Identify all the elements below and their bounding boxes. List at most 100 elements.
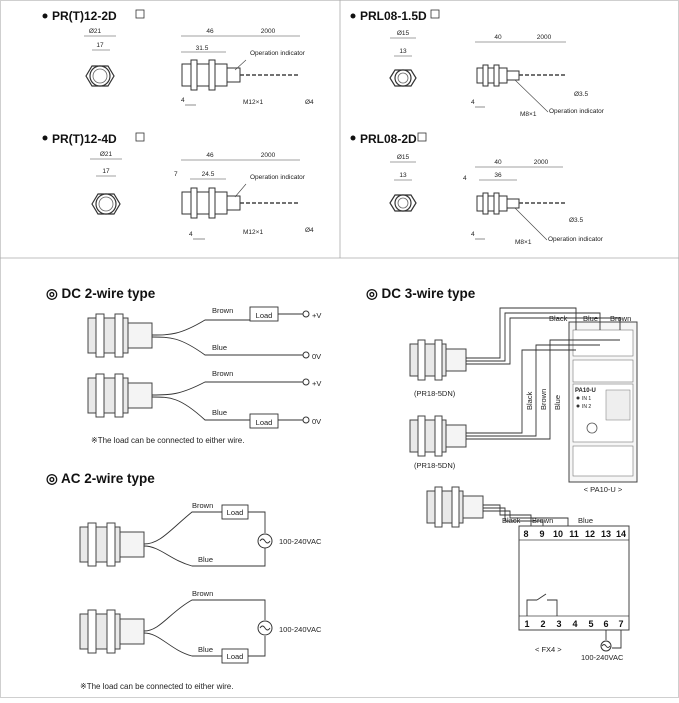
model-checkbox (135, 132, 145, 142)
svg-text:46: 46 (206, 152, 214, 159)
svg-text:Operation indicator: Operation indicator (250, 174, 306, 181)
svg-text:13: 13 (601, 529, 611, 539)
svg-text:Ø4: Ø4 (305, 227, 314, 234)
ac2-title: ◎ AC 2-wire type (46, 471, 155, 486)
title-prl08-2d: PRL08-2D (360, 132, 417, 146)
svg-text:Load: Load (227, 652, 244, 661)
svg-text:17: 17 (96, 42, 104, 49)
dc3-title: ◎ DC 3-wire type (366, 286, 476, 301)
svg-text:0V: 0V (312, 417, 321, 426)
svg-text:9: 9 (539, 529, 544, 539)
svg-text:Brown: Brown (192, 589, 213, 598)
svg-text:Black: Black (502, 516, 521, 525)
svg-text:11: 11 (569, 529, 579, 539)
model-checkbox (430, 9, 440, 19)
svg-text:4: 4 (471, 231, 475, 238)
fx4-unit (518, 525, 630, 631)
svg-text:Operation indicator: Operation indicator (250, 50, 306, 57)
svg-text:0V: 0V (312, 352, 321, 361)
svg-text:Blue: Blue (578, 516, 593, 525)
dim-prl08-1-5d: PRL08-1.5D Ø15 13 40 2000 Ø3.5 4 M8×1 Op… (350, 9, 605, 118)
svg-text:Ø15: Ø15 (397, 30, 410, 37)
svg-text:4: 4 (572, 619, 577, 629)
dc2-note: ※The load can be connected to either wir… (91, 436, 244, 445)
svg-text:2000: 2000 (261, 152, 276, 159)
svg-text:40: 40 (494, 34, 502, 41)
svg-text:PA10-U: PA10-U (575, 388, 596, 394)
svg-text:Ø4: Ø4 (305, 99, 314, 106)
ac-2wire-diagram: ◎ AC 2-wire type Brown Blue Load 100-240… (46, 471, 322, 691)
svg-text:24.5: 24.5 (202, 171, 215, 178)
svg-text:Ø15: Ø15 (397, 154, 410, 161)
svg-text:Brown: Brown (212, 369, 233, 378)
svg-text:40: 40 (494, 159, 502, 166)
svg-text:7: 7 (618, 619, 623, 629)
svg-text:Brown: Brown (212, 306, 233, 315)
svg-text:Brown: Brown (192, 501, 213, 510)
svg-text:M8×1: M8×1 (520, 111, 537, 118)
dc-2wire-diagram: ◎ DC 2-wire type Brown Blue Load +V 0V B… (46, 286, 321, 445)
svg-text:7: 7 (174, 171, 178, 178)
model-checkbox (417, 132, 427, 142)
svg-text:12: 12 (585, 529, 595, 539)
svg-text:5: 5 (588, 619, 593, 629)
svg-text:Ø21: Ø21 (100, 151, 113, 158)
svg-text:2000: 2000 (534, 159, 549, 166)
svg-text:+V: +V (312, 311, 321, 320)
svg-text:IN 1: IN 1 (582, 396, 591, 402)
svg-text:4: 4 (471, 99, 475, 106)
svg-text:14: 14 (616, 529, 626, 539)
ac2-note: ※The load can be connected to either wir… (80, 682, 233, 691)
svg-text:2000: 2000 (537, 34, 552, 41)
svg-text:(PR18-5DN): (PR18-5DN) (414, 389, 456, 398)
svg-text:100-240VAC: 100-240VAC (279, 537, 322, 546)
svg-text:< PA10-U >: < PA10-U > (584, 485, 623, 494)
svg-text:100-240VAC: 100-240VAC (581, 653, 624, 662)
svg-text:Blue: Blue (198, 645, 213, 654)
svg-text:< FX4 >: < FX4 > (535, 645, 562, 654)
model-checkbox (135, 9, 145, 19)
svg-text:Ø3.5: Ø3.5 (569, 217, 583, 224)
svg-text:2000: 2000 (261, 28, 276, 35)
svg-text:Operation indicator: Operation indicator (549, 108, 605, 115)
svg-text:1: 1 (524, 619, 529, 629)
fx4-terminals-bottom: 1 2 3 4 5 6 7 (524, 619, 623, 629)
svg-text:Brown: Brown (610, 314, 631, 323)
svg-text:Blue: Blue (212, 408, 227, 417)
dim-pr12-2d: PR(T)12-2D Ø21 17 46 2000 31.5 Operation… (42, 9, 314, 106)
svg-text:100-240VAC: 100-240VAC (279, 625, 322, 634)
svg-text:4: 4 (189, 231, 193, 238)
svg-text:Black: Black (549, 314, 568, 323)
dc-3wire-diagram: ◎ DC 3-wire type PA10-U IN 1 IN 2 < PA10… (366, 286, 638, 662)
svg-text:M12×1: M12×1 (243, 99, 263, 106)
svg-text:Brown: Brown (532, 516, 553, 525)
svg-text:3: 3 (556, 619, 561, 629)
svg-text:10: 10 (553, 529, 563, 539)
svg-text:2: 2 (540, 619, 545, 629)
svg-text:Ø21: Ø21 (89, 28, 102, 35)
svg-text:4: 4 (181, 97, 185, 104)
svg-text:Brown: Brown (539, 389, 548, 410)
svg-text:IN 2: IN 2 (582, 404, 591, 410)
svg-text:Blue: Blue (583, 314, 598, 323)
svg-text:Black: Black (525, 391, 534, 410)
title-pr12-4d: PR(T)12-4D (52, 132, 117, 146)
title-prl08-1-5d: PRL08-1.5D (360, 9, 427, 23)
svg-text:Blue: Blue (553, 395, 562, 410)
svg-text:46: 46 (206, 28, 214, 35)
svg-text:Load: Load (256, 311, 273, 320)
svg-text:13: 13 (399, 172, 407, 179)
dim-pr12-4d: PR(T)12-4D Ø21 17 46 2000 7 24.5 Operati… (42, 132, 314, 240)
dc2-title: ◎ DC 2-wire type (46, 286, 156, 301)
svg-text:Blue: Blue (212, 343, 227, 352)
svg-text:Ø3.5: Ø3.5 (574, 91, 588, 98)
fx4-terminals-top: 8 9 10 11 12 13 14 (523, 529, 626, 539)
svg-text:+V: +V (312, 379, 321, 388)
svg-text:Load: Load (227, 508, 244, 517)
dim-prl08-2d: PRL08-2D Ø15 13 40 2000 4 36 Ø3.5 4 M8×1… (350, 132, 604, 246)
svg-text:M12×1: M12×1 (243, 229, 263, 236)
svg-text:36: 36 (494, 172, 502, 179)
svg-text:Operation indicator: Operation indicator (548, 236, 604, 243)
